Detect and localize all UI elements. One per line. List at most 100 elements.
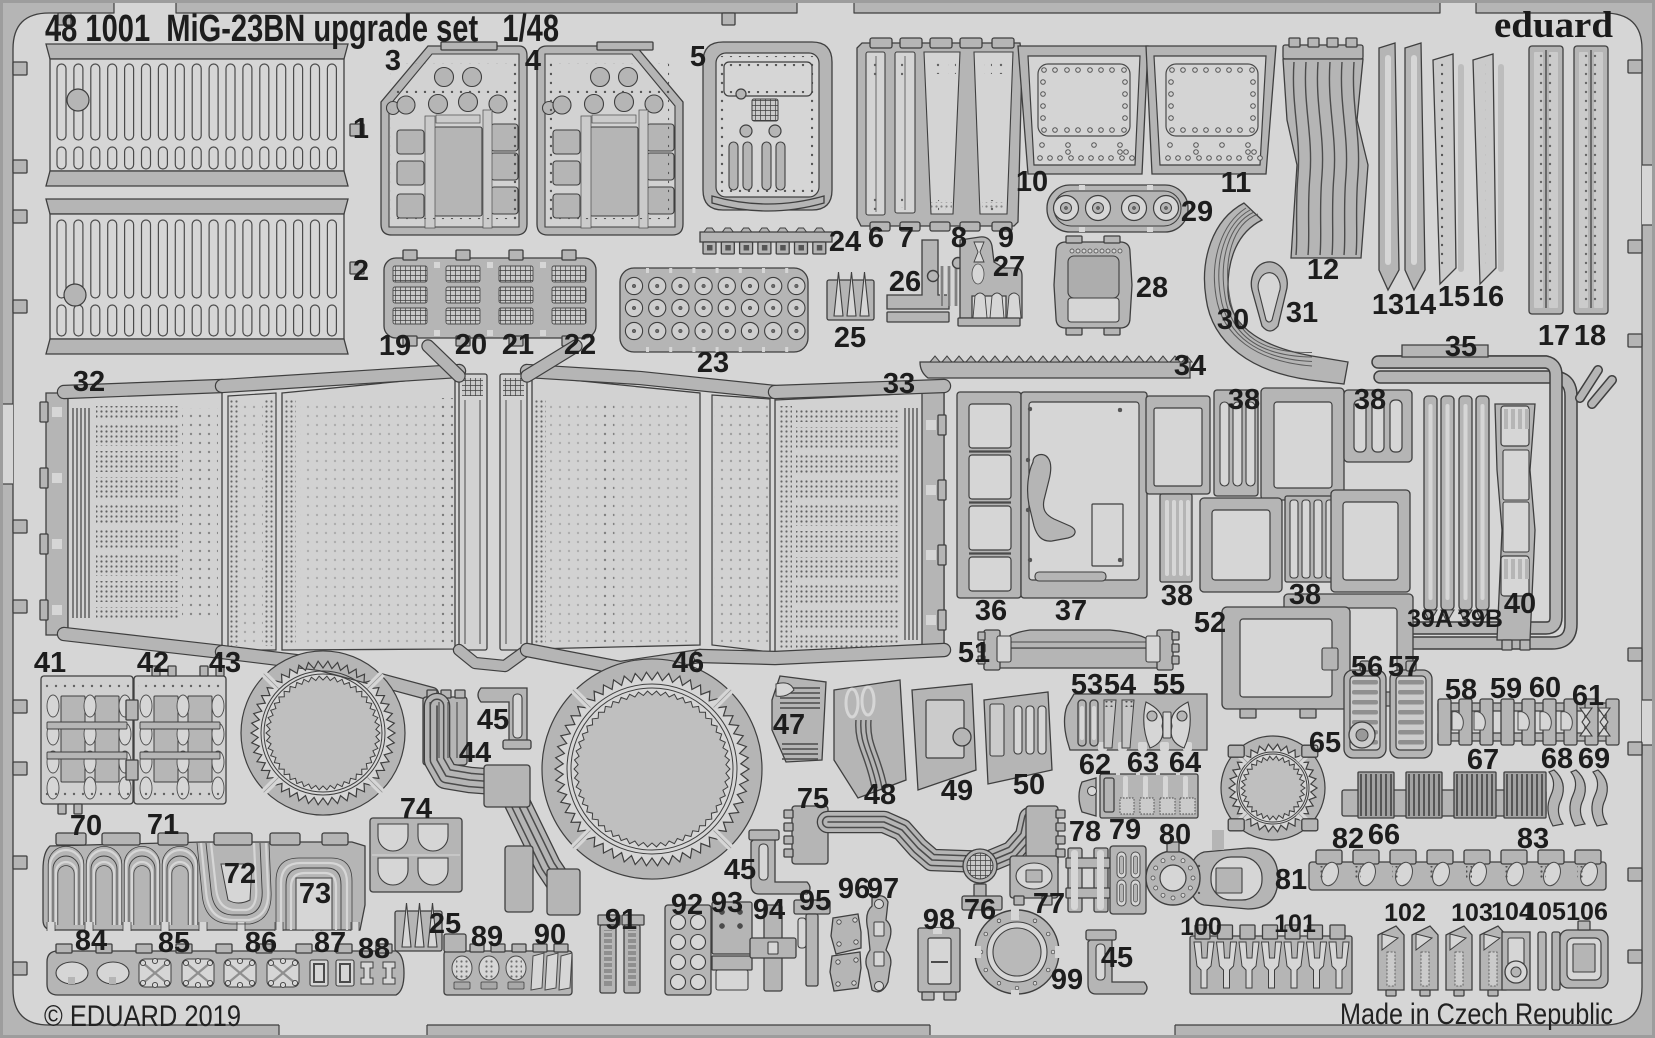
svg-text:31: 31 xyxy=(1286,297,1318,329)
svg-text:36: 36 xyxy=(975,595,1007,627)
svg-text:80: 80 xyxy=(1159,819,1191,851)
svg-text:Made in Czech Republic: Made in Czech Republic xyxy=(1340,998,1613,1031)
svg-text:39B: 39B xyxy=(1457,605,1503,633)
svg-text:88: 88 xyxy=(358,933,390,965)
svg-text:4: 4 xyxy=(525,45,541,77)
svg-text:18: 18 xyxy=(1574,320,1606,352)
svg-text:75: 75 xyxy=(797,783,829,815)
svg-text:82: 82 xyxy=(1332,823,1364,855)
svg-text:40: 40 xyxy=(1504,588,1536,620)
svg-text:59: 59 xyxy=(1490,673,1522,705)
svg-text:38: 38 xyxy=(1289,579,1321,611)
svg-text:86: 86 xyxy=(245,927,277,959)
svg-text:26: 26 xyxy=(889,266,921,298)
svg-text:87: 87 xyxy=(314,927,346,959)
svg-text:19: 19 xyxy=(379,330,411,362)
svg-text:38: 38 xyxy=(1228,384,1260,416)
svg-text:95: 95 xyxy=(799,885,831,917)
svg-text:104: 104 xyxy=(1491,898,1533,926)
svg-text:70: 70 xyxy=(70,810,102,842)
svg-text:13: 13 xyxy=(1372,289,1404,321)
svg-text:15: 15 xyxy=(1438,281,1470,313)
svg-text:56: 56 xyxy=(1351,651,1383,683)
svg-text:45: 45 xyxy=(724,854,756,886)
svg-text:41: 41 xyxy=(34,647,66,679)
svg-text:62: 62 xyxy=(1079,749,1111,781)
svg-text:48: 48 xyxy=(864,779,896,811)
svg-text:73: 73 xyxy=(299,878,331,910)
svg-text:94: 94 xyxy=(753,894,785,926)
svg-text:14: 14 xyxy=(1404,289,1436,321)
svg-text:11: 11 xyxy=(1221,167,1252,199)
svg-text:101: 101 xyxy=(1274,910,1316,938)
svg-text:eduard: eduard xyxy=(1494,5,1613,46)
svg-text:50: 50 xyxy=(1013,769,1045,801)
svg-text:91: 91 xyxy=(605,904,637,936)
svg-text:72: 72 xyxy=(224,858,256,890)
svg-text:2: 2 xyxy=(353,255,369,287)
svg-text:74: 74 xyxy=(400,793,432,825)
svg-text:71: 71 xyxy=(147,809,179,841)
svg-text:32: 32 xyxy=(73,366,105,398)
svg-text:38: 38 xyxy=(1161,580,1193,612)
svg-text:48 1001 MiG-23BN upgrade set: 48 1001 MiG-23BN upgrade set 1/48 xyxy=(45,8,559,50)
svg-text:33: 33 xyxy=(883,368,915,400)
svg-text:43: 43 xyxy=(209,647,241,679)
svg-text:54: 54 xyxy=(1104,669,1136,701)
svg-text:29: 29 xyxy=(1181,196,1213,228)
svg-text:38: 38 xyxy=(1354,384,1386,416)
svg-text:20: 20 xyxy=(455,329,487,361)
svg-text:7: 7 xyxy=(898,222,914,254)
svg-text:53: 53 xyxy=(1071,669,1103,701)
svg-text:1: 1 xyxy=(353,113,369,145)
svg-text:90: 90 xyxy=(534,919,566,951)
svg-text:28: 28 xyxy=(1136,272,1168,304)
svg-text:68: 68 xyxy=(1541,743,1573,775)
svg-text:102: 102 xyxy=(1384,899,1426,927)
svg-text:45: 45 xyxy=(1101,942,1133,974)
svg-text:51: 51 xyxy=(958,637,990,669)
svg-text:49: 49 xyxy=(941,775,973,807)
svg-text:99: 99 xyxy=(1051,964,1083,996)
svg-text:17: 17 xyxy=(1538,320,1570,352)
svg-text:79: 79 xyxy=(1109,814,1141,846)
svg-text:34: 34 xyxy=(1174,350,1206,382)
svg-text:30: 30 xyxy=(1217,304,1249,336)
svg-text:61: 61 xyxy=(1572,680,1604,712)
svg-text:16: 16 xyxy=(1472,281,1504,313)
svg-text:46: 46 xyxy=(672,647,704,679)
svg-text:78: 78 xyxy=(1069,816,1101,848)
svg-text:21: 21 xyxy=(502,329,534,361)
svg-text:© EDUARD 2019: © EDUARD 2019 xyxy=(44,1000,241,1033)
svg-text:76: 76 xyxy=(964,894,996,926)
svg-text:27: 27 xyxy=(993,251,1025,283)
svg-text:35: 35 xyxy=(1445,331,1477,363)
svg-text:57: 57 xyxy=(1388,651,1420,683)
svg-text:52: 52 xyxy=(1194,607,1226,639)
svg-text:9: 9 xyxy=(998,222,1014,254)
svg-text:65: 65 xyxy=(1309,727,1341,759)
svg-text:47: 47 xyxy=(773,709,805,741)
svg-text:58: 58 xyxy=(1445,674,1477,706)
svg-text:5: 5 xyxy=(690,41,706,73)
svg-text:10: 10 xyxy=(1016,166,1048,198)
svg-text:3: 3 xyxy=(385,45,401,77)
svg-text:55: 55 xyxy=(1153,669,1185,701)
svg-text:84: 84 xyxy=(75,925,107,957)
svg-text:81: 81 xyxy=(1275,864,1307,896)
svg-text:8: 8 xyxy=(951,222,967,254)
svg-text:22: 22 xyxy=(564,329,596,361)
svg-text:25: 25 xyxy=(834,322,866,354)
svg-text:83: 83 xyxy=(1517,823,1549,855)
svg-text:67: 67 xyxy=(1467,744,1499,776)
svg-text:44: 44 xyxy=(459,737,491,769)
svg-text:69: 69 xyxy=(1578,743,1610,775)
svg-text:89: 89 xyxy=(471,921,503,953)
svg-text:97: 97 xyxy=(867,873,899,905)
svg-text:103: 103 xyxy=(1451,899,1493,927)
svg-text:25: 25 xyxy=(429,908,461,940)
svg-text:12: 12 xyxy=(1307,254,1339,286)
svg-text:63: 63 xyxy=(1127,747,1159,779)
svg-text:6: 6 xyxy=(868,222,884,254)
svg-text:60: 60 xyxy=(1529,672,1561,704)
